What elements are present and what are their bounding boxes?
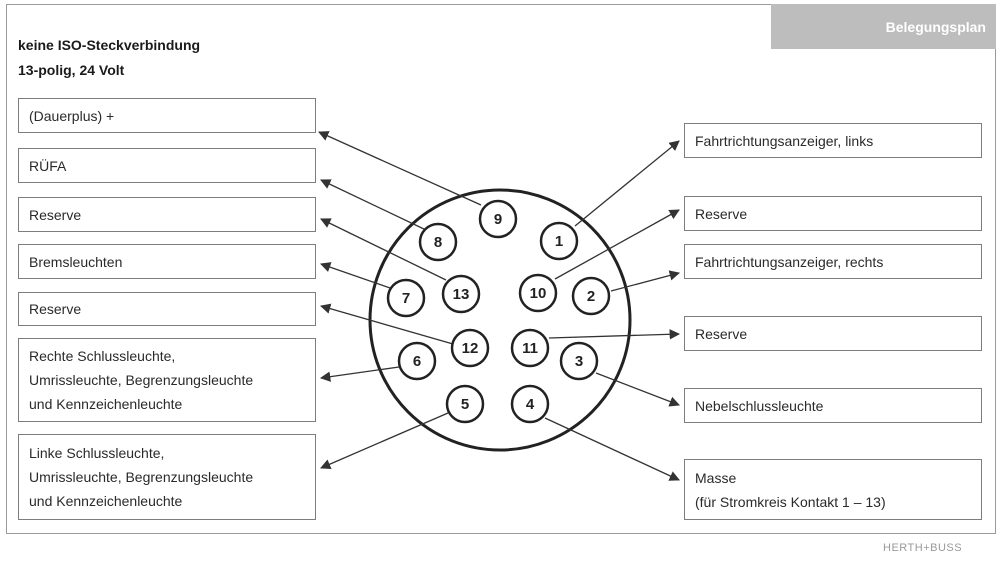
leader-pin-8 <box>320 179 427 231</box>
label-line: Rechte Schlussleuchte, <box>29 348 176 364</box>
pin-3: 3 <box>559 341 599 381</box>
label-fahrtrichtung-rechts: Fahrtrichtungsanzeiger, rechts <box>684 244 982 279</box>
label-linke-schlussleuchte: Linke Schlussleuchte, Umrissleuchte, Beg… <box>18 434 316 520</box>
label-line: Masse <box>695 469 737 486</box>
pin-label: 5 <box>461 396 469 413</box>
leader-pin-10 <box>554 209 680 280</box>
brand-logo: HERTH+BUSS <box>883 542 963 554</box>
label-line: (für Stromkreis Kontakt 1 – 13) <box>695 493 886 510</box>
label-line: Reserve <box>695 325 748 342</box>
pin-1: 1 <box>539 221 579 261</box>
label-line: Nebelschlussleuchte <box>695 397 824 414</box>
pin-label: 12 <box>462 340 479 357</box>
leader-pin-6 <box>319 366 400 382</box>
label-reserve-left-2: Reserve <box>18 292 316 326</box>
label-line: und Kennzeichenleuchte <box>29 493 183 509</box>
leader-pin-12 <box>320 303 454 345</box>
leader-pin-2 <box>610 270 681 292</box>
pin-7: 7 <box>386 278 426 318</box>
label-line: und Kennzeichenleuchte <box>29 396 183 412</box>
label-reserve-right-2: Reserve <box>684 316 982 351</box>
pin-2: 2 <box>571 276 611 316</box>
pin-6: 6 <box>397 341 437 381</box>
leader-pin-5 <box>320 412 449 470</box>
pin-label: 2 <box>587 288 595 305</box>
label-line: Umrissleuchte, Begrenzungsleuchte <box>29 372 254 388</box>
label-bremsleuchten: Bremsleuchten <box>18 244 316 279</box>
label-line: Umrissleuchte, Begrenzungsleuchte <box>29 469 254 485</box>
pin-label: 13 <box>453 286 470 303</box>
pin-label: 9 <box>494 211 502 228</box>
label-line: Bremsleuchten <box>29 253 123 270</box>
label-reserve-left-1: Reserve <box>18 197 316 232</box>
pin-5: 5 <box>445 384 485 424</box>
label-reserve-right-1: Reserve <box>684 196 982 231</box>
leader-pin-7 <box>320 262 391 289</box>
label-rechte-schlussleuchte: Rechte Schlussleuchte, Umrissleuchte, Be… <box>18 338 316 422</box>
pin-label: 11 <box>522 340 538 357</box>
pin-4: 4 <box>510 384 550 424</box>
label-line: RÜFA <box>29 157 67 174</box>
label-line: Fahrtrichtungsanzeiger, rechts <box>695 253 884 270</box>
leader-pin-3 <box>595 372 680 407</box>
label-fahrtrichtung-links: Fahrtrichtungsanzeiger, links <box>684 123 982 158</box>
label-nebelschlussleuchte: Nebelschlussleuchte <box>684 388 982 423</box>
pin-label: 1 <box>555 233 563 250</box>
leader-pin-4 <box>544 417 680 481</box>
pin-label: 7 <box>402 290 410 307</box>
pin-label: 8 <box>434 234 442 251</box>
label-line: Linke Schlussleuchte, <box>29 445 165 461</box>
pin-11: 11 <box>510 328 550 368</box>
label-line: Reserve <box>29 301 82 317</box>
leader-pin-11 <box>548 329 681 340</box>
pin-8: 8 <box>418 222 458 262</box>
label-dauerplus: (Dauerplus) + <box>18 98 316 133</box>
label-masse: Masse (für Stromkreis Kontakt 1 – 13) <box>684 459 982 520</box>
pin-10: 10 <box>518 273 558 313</box>
pin-13: 13 <box>441 274 481 314</box>
leader-pin-13 <box>320 218 447 281</box>
pin-label: 10 <box>530 285 547 302</box>
pin-12: 12 <box>450 328 490 368</box>
leader-pin-1 <box>574 140 680 227</box>
label-line: Reserve <box>29 206 82 223</box>
leader-pin-9 <box>318 131 482 206</box>
label-line: Reserve <box>695 205 748 222</box>
label-ruefa: RÜFA <box>18 148 316 183</box>
title-line-1: keine ISO-Steckverbindung <box>18 37 201 53</box>
pin-9: 9 <box>478 199 518 239</box>
pin-label: 4 <box>526 396 535 413</box>
pin-label: 3 <box>575 353 583 370</box>
header-tag: Belegungsplan <box>771 4 996 49</box>
label-line: (Dauerplus) + <box>29 107 115 124</box>
pin-label: 6 <box>413 353 421 370</box>
label-line: Fahrtrichtungsanzeiger, links <box>695 132 874 149</box>
title-line-2: 13-polig, 24 Volt <box>18 62 125 78</box>
